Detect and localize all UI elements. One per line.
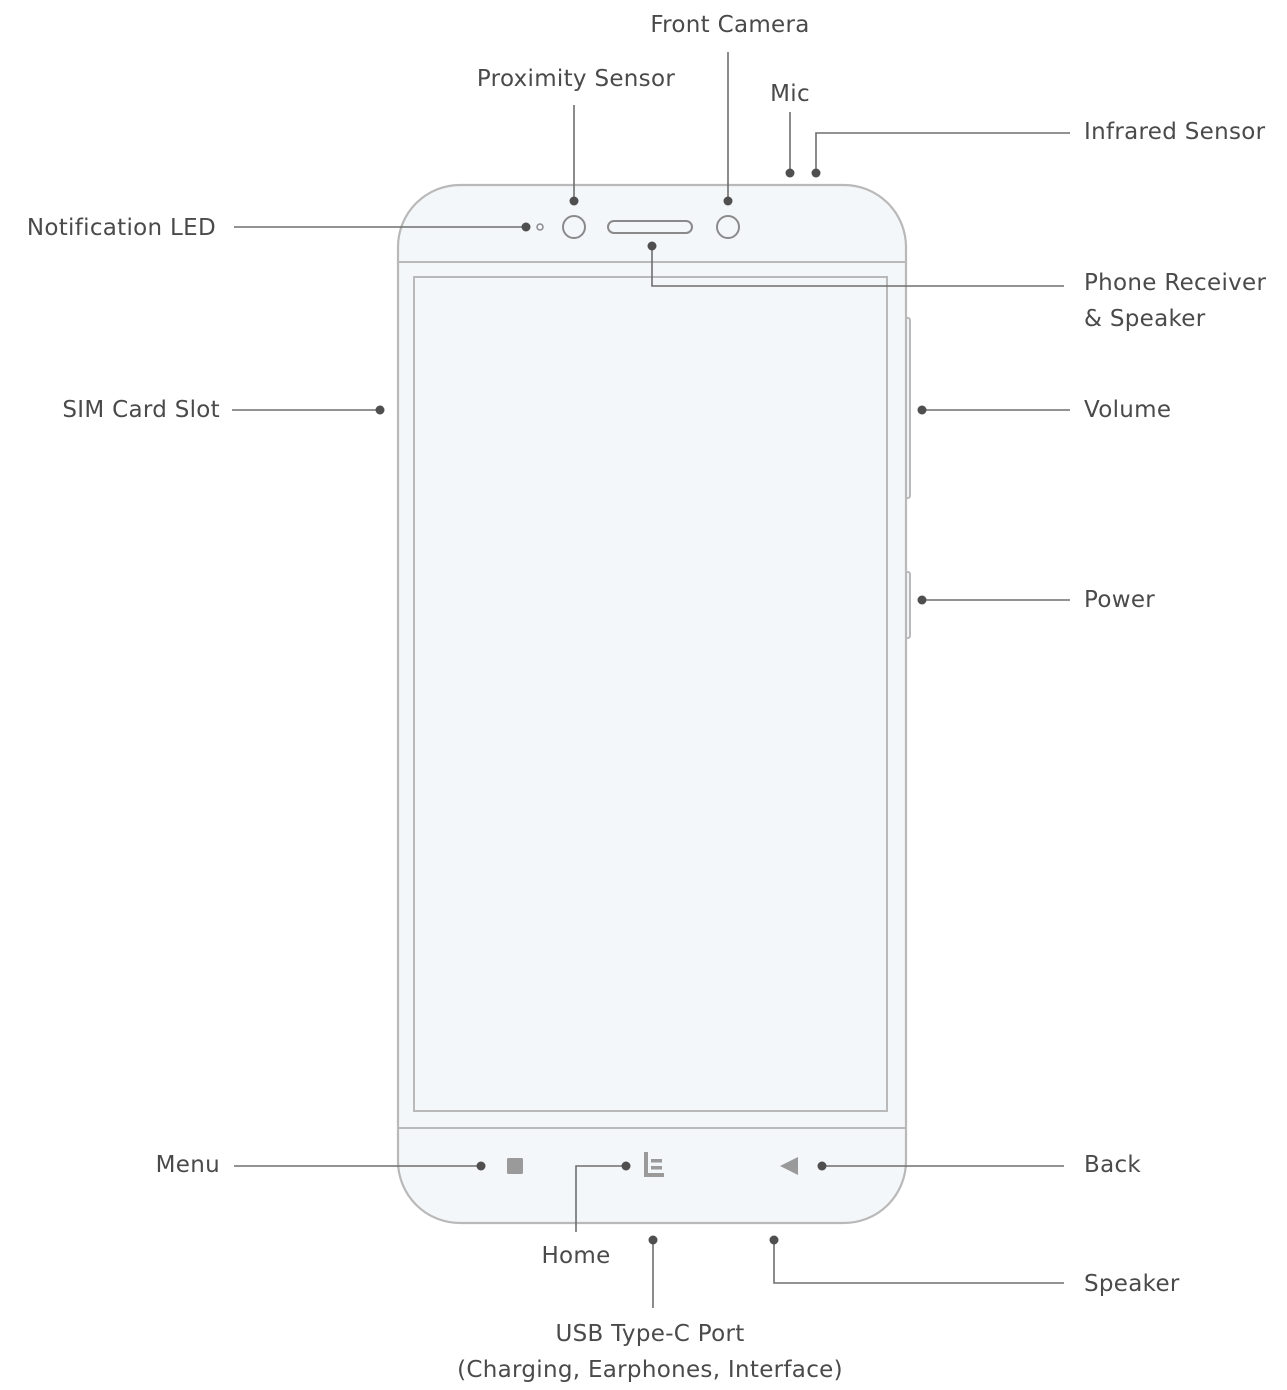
home-dot bbox=[621, 1161, 631, 1171]
label-phone-receiver-line2: & Speaker bbox=[1084, 306, 1206, 332]
proximity-sensor-dot bbox=[569, 196, 579, 206]
mic-dot bbox=[785, 168, 795, 178]
speaker-dot bbox=[769, 1235, 779, 1245]
back-dot bbox=[817, 1161, 827, 1171]
label-proximity-sensor: Proximity Sensor bbox=[476, 66, 676, 92]
label-notification-led: Notification LED bbox=[26, 215, 216, 241]
label-sim-card-slot: SIM Card Slot bbox=[62, 397, 220, 423]
label-back: Back bbox=[1084, 1152, 1142, 1178]
proximity-sensor-icon bbox=[562, 215, 586, 239]
label-usb-type-c-port: USB Type-C Port (Charging, Earphones, In… bbox=[400, 1316, 900, 1388]
notification-led-icon bbox=[536, 223, 544, 231]
label-infrared-sensor: Infrared Sensor bbox=[1084, 119, 1266, 145]
label-front-camera: Front Camera bbox=[650, 12, 810, 38]
earpiece-icon bbox=[607, 220, 693, 234]
leader-lines bbox=[232, 52, 1070, 1308]
power-dot bbox=[917, 595, 927, 605]
usb-dot bbox=[648, 1235, 658, 1245]
notification-led-dot bbox=[521, 222, 531, 232]
le-logo-home-icon bbox=[644, 1152, 664, 1177]
triangle-back-icon bbox=[780, 1157, 798, 1175]
label-mic: Mic bbox=[770, 81, 810, 107]
label-home: Home bbox=[541, 1243, 611, 1269]
screen bbox=[413, 276, 888, 1112]
volume-dot bbox=[917, 405, 927, 415]
label-usb-line2: (Charging, Earphones, Interface) bbox=[457, 1357, 843, 1383]
label-volume: Volume bbox=[1084, 397, 1172, 423]
sim-card-dot bbox=[375, 405, 385, 415]
label-menu: Menu bbox=[155, 1152, 220, 1178]
label-usb-line1: USB Type-C Port bbox=[555, 1321, 745, 1347]
square-menu-icon bbox=[507, 1158, 523, 1174]
front-camera-dot bbox=[723, 196, 733, 206]
menu-dot bbox=[476, 1161, 486, 1171]
label-phone-receiver: Phone Receiver & Speaker bbox=[1084, 265, 1284, 337]
label-power: Power bbox=[1084, 587, 1156, 613]
front-camera-icon bbox=[716, 215, 740, 239]
leader-dots bbox=[375, 168, 927, 1245]
label-speaker: Speaker bbox=[1084, 1271, 1180, 1297]
phone-receiver-dot bbox=[647, 241, 657, 251]
infrared-sensor-dot bbox=[811, 168, 821, 178]
label-phone-receiver-line1: Phone Receiver bbox=[1084, 270, 1267, 296]
